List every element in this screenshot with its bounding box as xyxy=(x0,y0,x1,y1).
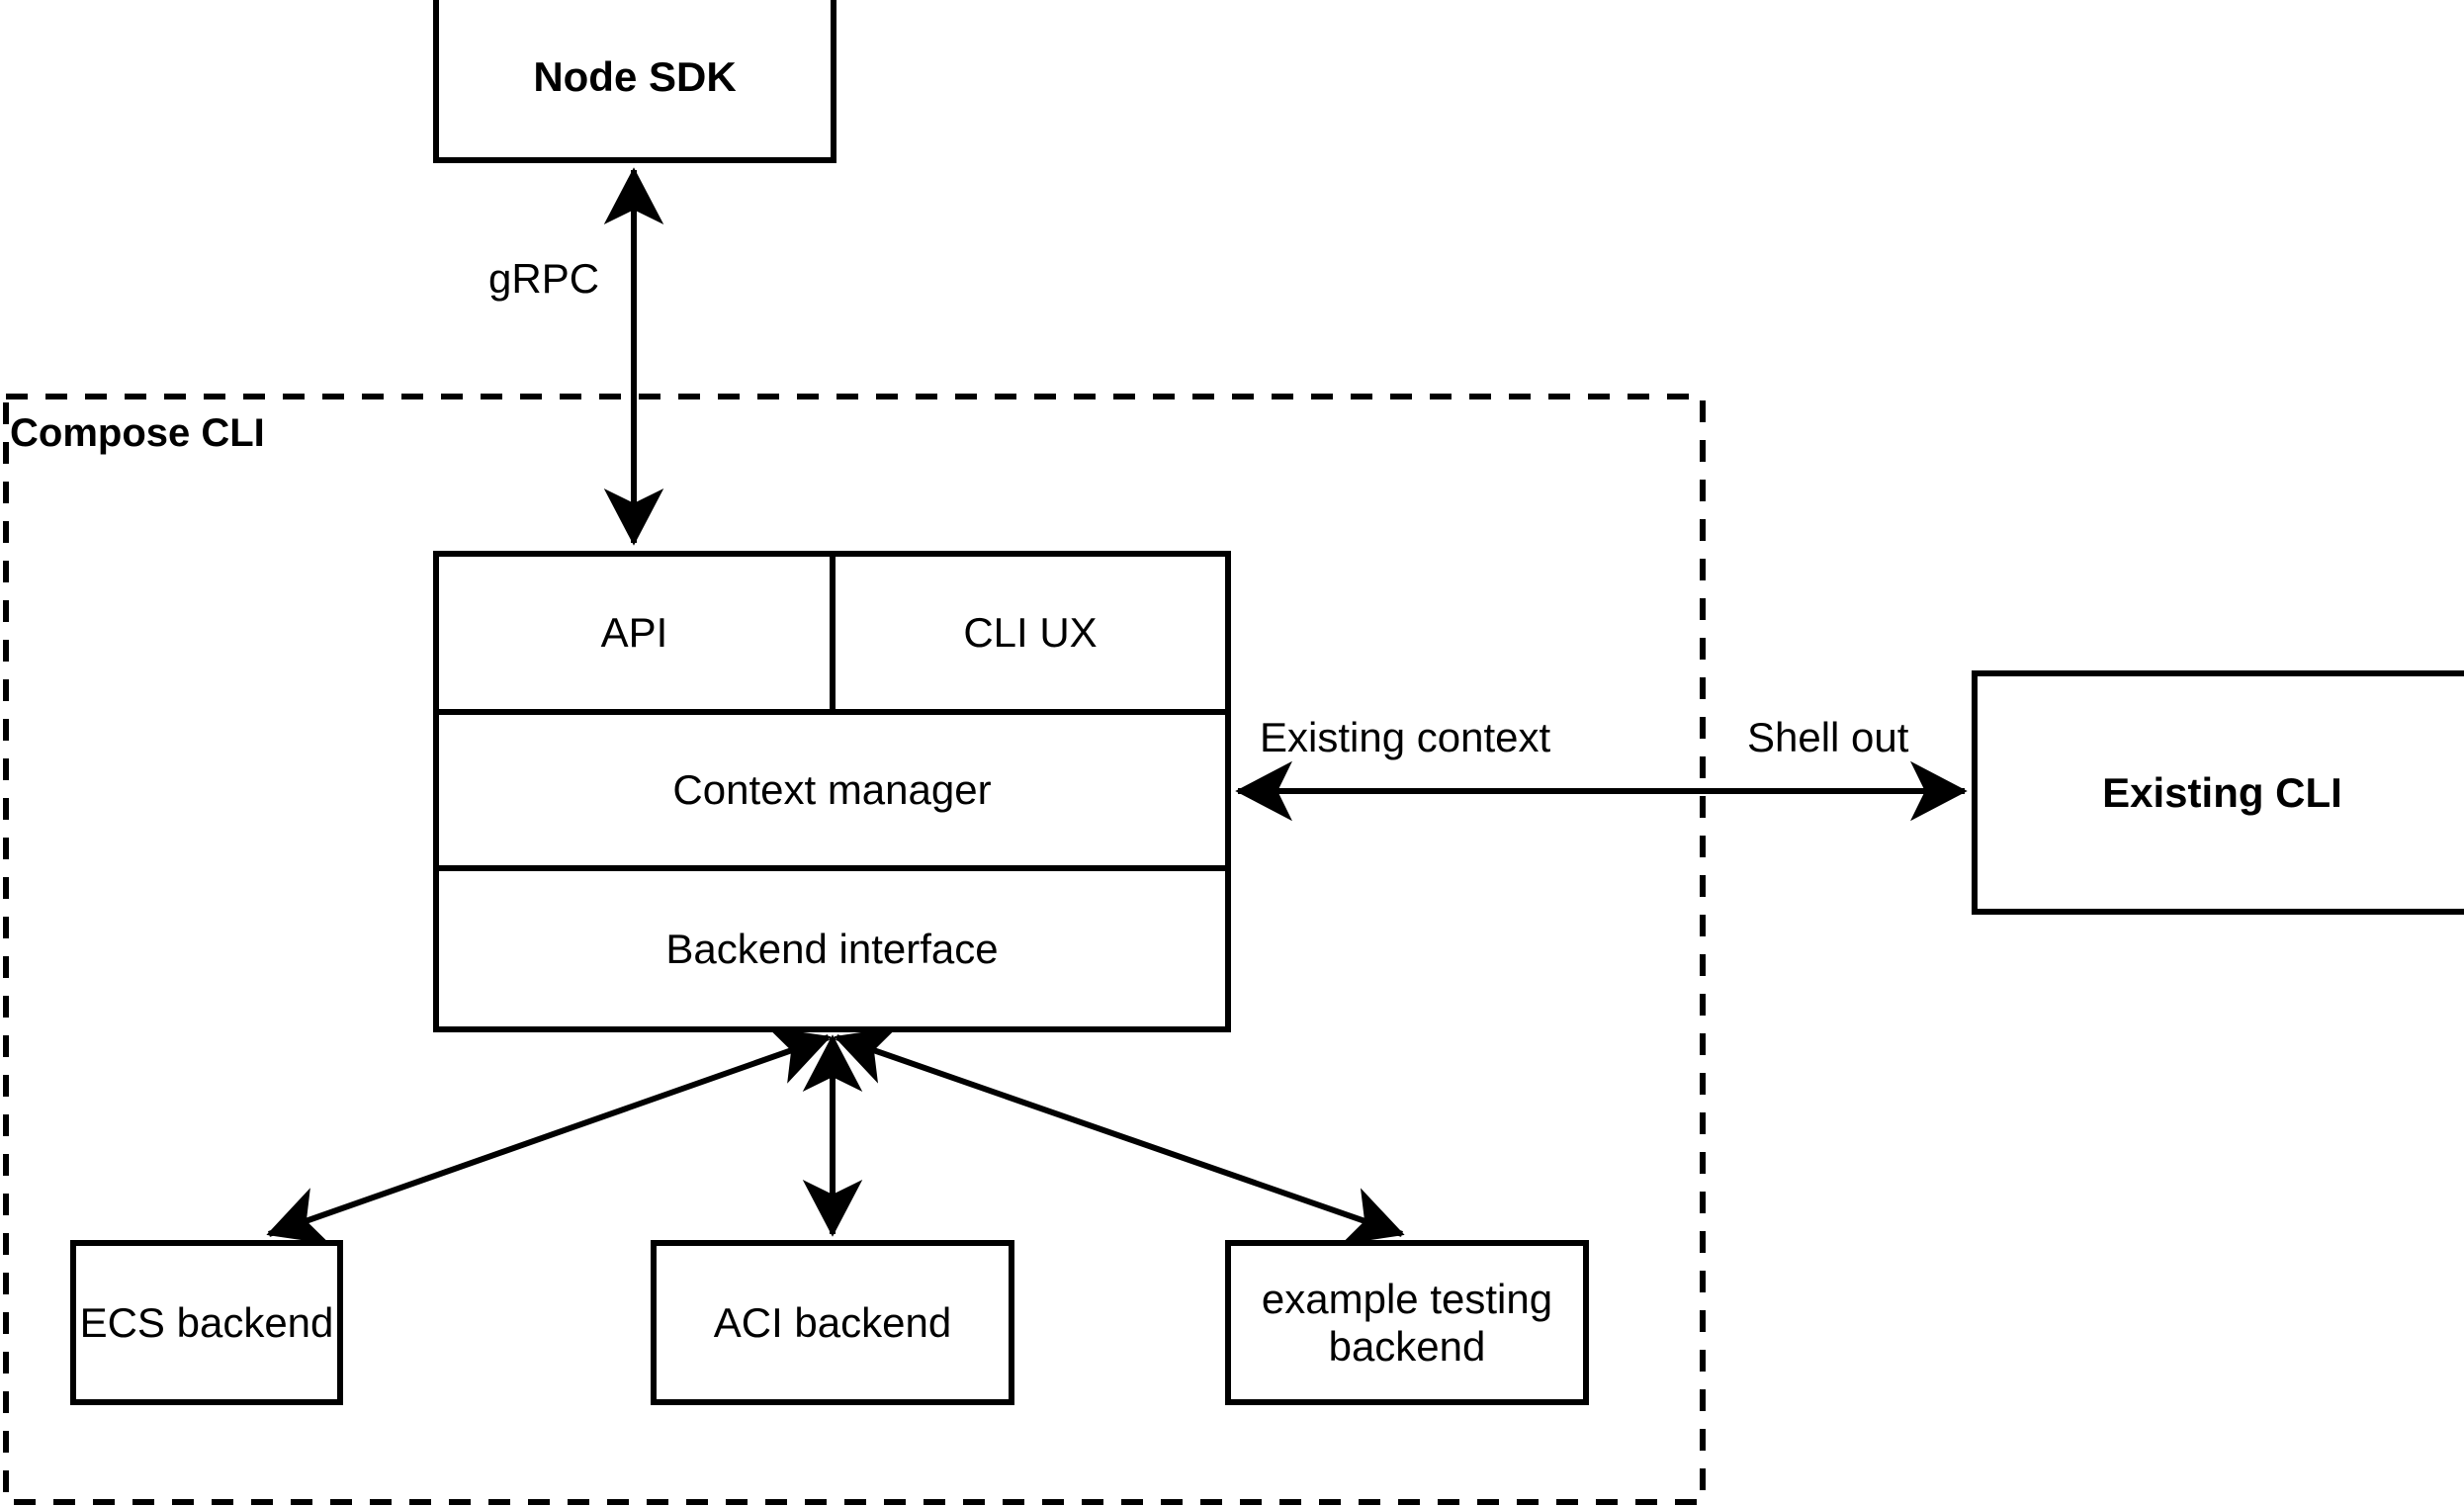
ecs-backend-box[interactable] xyxy=(70,1240,343,1405)
node-sdk-box[interactable] xyxy=(433,0,836,163)
ecs-edge-line xyxy=(266,1026,832,1245)
aci-backend-box[interactable] xyxy=(651,1240,1014,1405)
existing-cli-box[interactable] xyxy=(1972,670,2464,915)
example-edge-line xyxy=(834,1026,1405,1245)
compose-core-box xyxy=(433,551,1231,1032)
example-testing-backend-box[interactable] xyxy=(1225,1240,1589,1405)
compose-cli-group-border xyxy=(3,394,1706,1505)
